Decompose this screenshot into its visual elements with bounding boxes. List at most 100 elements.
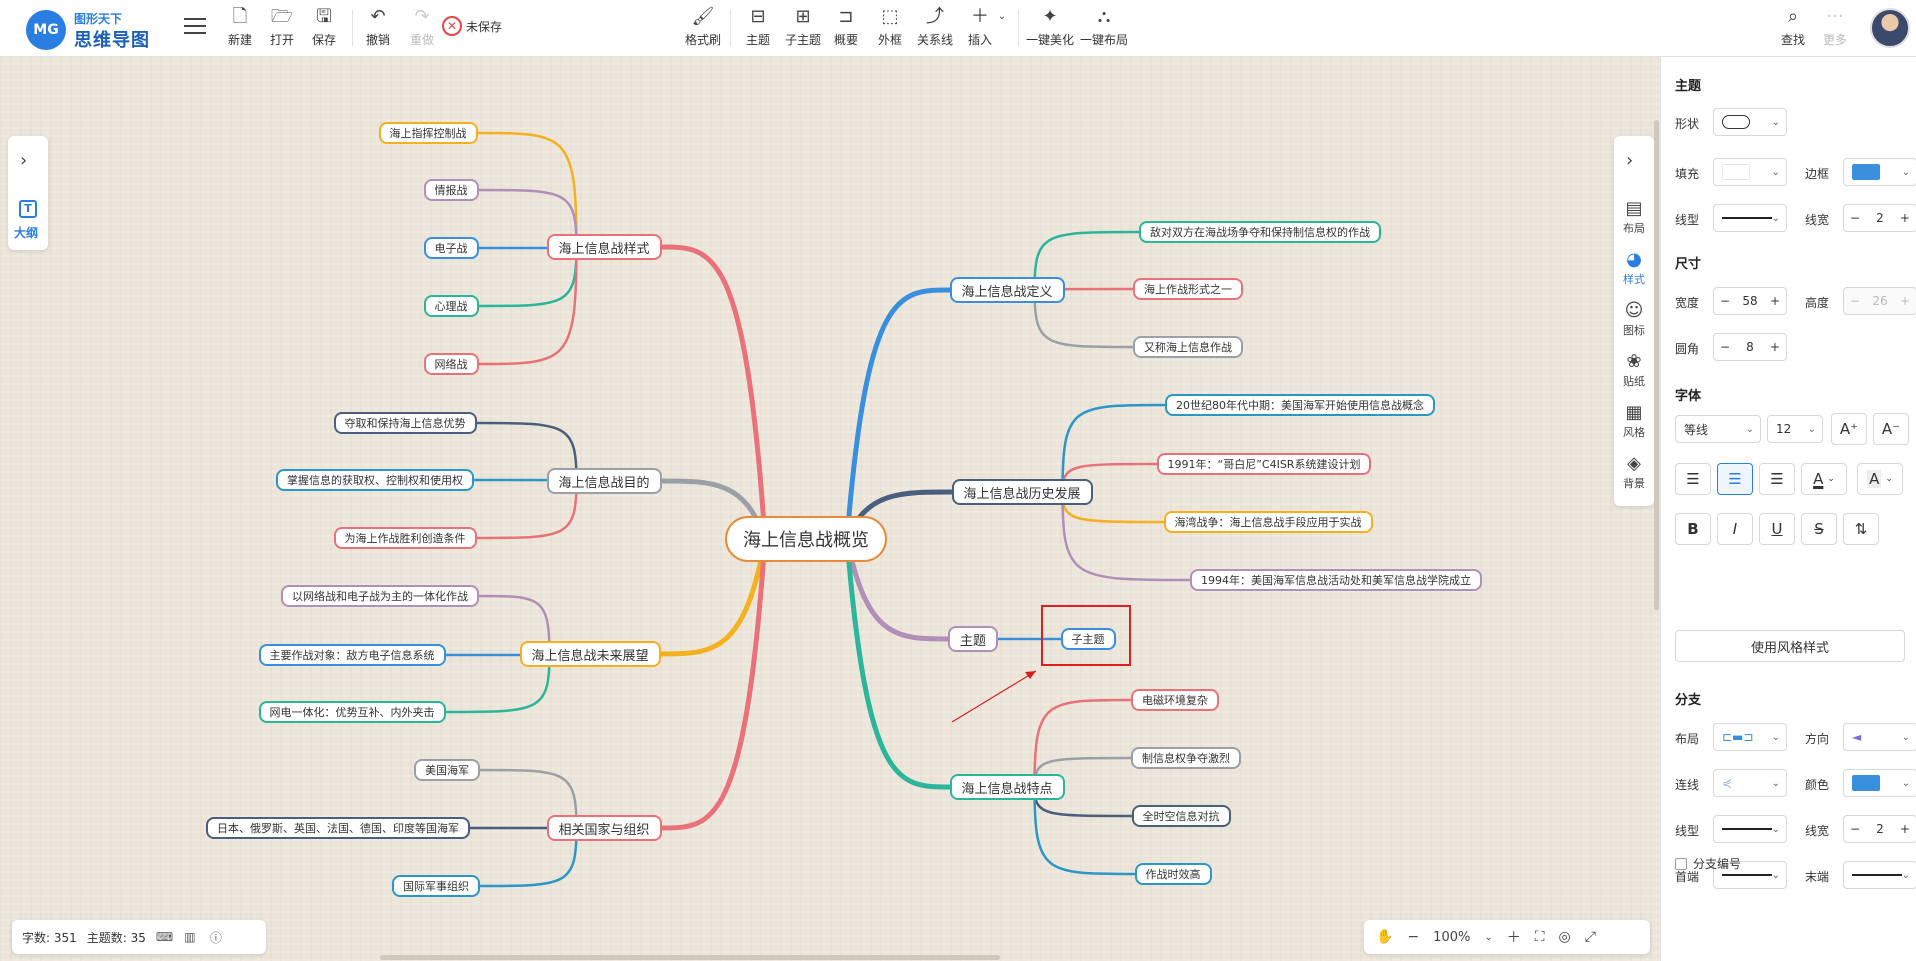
- height-stepper[interactable]: −26+: [1843, 287, 1916, 315]
- undo-button[interactable]: ↶撤销: [360, 6, 396, 52]
- chevron-down-icon[interactable]: ⌄: [1484, 931, 1493, 943]
- font-size-select[interactable]: 12⌄: [1767, 415, 1823, 443]
- font-color-button[interactable]: A⌄: [1801, 463, 1847, 495]
- subtopic-node[interactable]: 情报战: [423, 179, 479, 201]
- new-button[interactable]: 🗋新建: [222, 6, 258, 52]
- underline-button[interactable]: U: [1759, 513, 1795, 545]
- font-family-select[interactable]: 等线⌄: [1675, 415, 1761, 443]
- subtopic-node[interactable]: 海上指挥控制战: [378, 122, 478, 144]
- decrease-font-button[interactable]: A⁻: [1873, 413, 1909, 445]
- line-end-select[interactable]: ⌄: [1843, 861, 1916, 889]
- subtopic-node[interactable]: 20世纪80年代中期：美国海军开始使用信息战概念: [1165, 394, 1435, 416]
- summary-button[interactable]: ⊐概要: [828, 6, 864, 52]
- branch-topic-node[interactable]: 相关国家与组织: [546, 815, 662, 841]
- beautify-button[interactable]: ✦一键美化: [1025, 6, 1074, 47]
- strikethrough-button[interactable]: S: [1801, 513, 1837, 545]
- outline-label[interactable]: 大纲: [14, 226, 39, 240]
- app-logo[interactable]: MG 图形天下 思维导图: [26, 8, 166, 51]
- auto-layout-button[interactable]: ⛬一键布局: [1079, 6, 1128, 47]
- minus-icon[interactable]: −: [1850, 211, 1861, 225]
- corner-stepper[interactable]: −8+: [1713, 333, 1787, 361]
- text-highlight-button[interactable]: A⌄: [1857, 463, 1903, 495]
- keyboard-icon[interactable]: ⌨: [155, 930, 174, 944]
- minimap-icon[interactable]: ▥: [184, 930, 196, 944]
- connector-select[interactable]: ⋞⌄: [1713, 769, 1787, 797]
- topic-button[interactable]: ⊟主题: [740, 6, 776, 52]
- format-brush-button[interactable]: 🖌格式刷: [682, 6, 724, 52]
- boundary-button[interactable]: ⬚外框: [872, 6, 908, 52]
- chevron-right-icon[interactable]: ›: [20, 150, 28, 171]
- subtopic-node[interactable]: 心理战: [423, 295, 479, 317]
- subtopic-node[interactable]: 电磁环境复杂: [1131, 689, 1219, 711]
- outline-icon[interactable]: T: [19, 200, 37, 218]
- redo-button[interactable]: ↷重做: [404, 6, 440, 52]
- subtopic-node[interactable]: 制信息权争夺激烈: [1131, 747, 1241, 769]
- increase-font-button[interactable]: A⁺: [1831, 413, 1867, 445]
- branch-topic-node[interactable]: 海上信息战历史发展: [951, 479, 1093, 505]
- insert-dropdown[interactable]: ⌄: [996, 6, 1008, 52]
- branch-numbering-checkbox[interactable]: [1675, 857, 1687, 870]
- subtopic-node[interactable]: 美国海军: [414, 759, 480, 781]
- line-type-select[interactable]: ⌄: [1713, 204, 1787, 232]
- search-button[interactable]: ⌕查找: [1776, 6, 1810, 52]
- align-left-button[interactable]: ☰: [1675, 463, 1711, 495]
- subtopic-node[interactable]: 电子战: [423, 237, 479, 259]
- chevron-right-icon[interactable]: ›: [1626, 150, 1634, 171]
- width-stepper[interactable]: −58+: [1713, 287, 1787, 315]
- zoom-level[interactable]: 100%: [1433, 929, 1471, 945]
- branch-topic-node[interactable]: 主题: [948, 626, 999, 652]
- insert-button[interactable]: ＋插入: [962, 6, 998, 52]
- style-tab[interactable]: ◕样式: [1614, 249, 1654, 287]
- plus-icon[interactable]: +: [1899, 211, 1910, 225]
- zoom-in-icon[interactable]: ＋: [1506, 930, 1521, 946]
- line-start-select[interactable]: ⌄: [1713, 861, 1787, 889]
- subtopic-node[interactable]: 海上作战形式之一: [1133, 278, 1243, 300]
- italic-button[interactable]: I: [1717, 513, 1753, 545]
- plus-icon[interactable]: +: [1899, 294, 1910, 308]
- minus-icon[interactable]: −: [1720, 294, 1731, 308]
- vertical-scrollbar[interactable]: [1654, 120, 1659, 610]
- fill-color-select[interactable]: ⌄: [1713, 158, 1787, 186]
- direction-select[interactable]: ◄⌄: [1843, 723, 1916, 751]
- layout-tab[interactable]: ▤布局: [1614, 198, 1654, 236]
- subtopic-node[interactable]: 掌握信息的获取权、控制权和使用权: [276, 469, 474, 491]
- fit-screen-icon[interactable]: ⛶: [1534, 929, 1545, 945]
- user-avatar[interactable]: [1870, 8, 1910, 48]
- hand-tool-icon[interactable]: ✋: [1376, 929, 1394, 945]
- subtopic-node[interactable]: 以网络战和电子战为主的一体化作战: [281, 585, 479, 607]
- subtopic-node[interactable]: 海湾战争：海上信息战手段应用于实战: [1163, 511, 1373, 533]
- zoom-out-icon[interactable]: −: [1407, 929, 1420, 945]
- subtopic-button[interactable]: ⊞子主题: [782, 6, 824, 52]
- center-target-icon[interactable]: ◎: [1558, 929, 1571, 945]
- subtopic-node[interactable]: 敌对双方在海战场争夺和保持制信息权的作战: [1139, 221, 1381, 243]
- fullscreen-icon[interactable]: ⤢: [1584, 929, 1596, 945]
- subtopic-node[interactable]: 作战时效高: [1134, 863, 1212, 885]
- branch-topic-node[interactable]: 海上信息战目的: [546, 468, 662, 494]
- branch-color-select[interactable]: ⌄: [1843, 769, 1916, 797]
- plus-icon[interactable]: +: [1899, 822, 1910, 836]
- open-button[interactable]: 🗁打开: [264, 6, 300, 52]
- border-color-select[interactable]: ⌄: [1843, 158, 1916, 186]
- info-icon[interactable]: ⓘ: [209, 930, 222, 945]
- horizontal-scrollbar[interactable]: [380, 955, 1000, 960]
- branch-topic-node[interactable]: 海上信息战特点: [949, 774, 1065, 800]
- branch-numbering-option[interactable]: 分支编号: [1675, 855, 1741, 872]
- theme-tab[interactable]: ▦风格: [1614, 402, 1654, 440]
- subtopic-node[interactable]: 子主题: [1060, 628, 1116, 650]
- branch-layout-select[interactable]: ⊏▬⊐⌄: [1713, 723, 1787, 751]
- text-direction-button[interactable]: ⇅: [1843, 513, 1879, 545]
- branch-topic-node[interactable]: 海上信息战定义: [949, 277, 1065, 303]
- more-button[interactable]: ···更多: [1818, 6, 1852, 52]
- subtopic-node[interactable]: 夺取和保持海上信息优势: [333, 412, 477, 434]
- plus-icon[interactable]: +: [1769, 294, 1780, 308]
- subtopic-node[interactable]: 又称海上信息作战: [1133, 336, 1243, 358]
- minus-icon[interactable]: −: [1850, 822, 1861, 836]
- subtopic-node[interactable]: 网络战: [423, 353, 479, 375]
- subtopic-node[interactable]: 为海上作战胜利创造条件: [333, 527, 477, 549]
- subtopic-node[interactable]: 国际军事组织: [392, 875, 480, 897]
- align-right-button[interactable]: ☰: [1759, 463, 1795, 495]
- sticker-tab[interactable]: ❀贴纸: [1614, 351, 1654, 389]
- bold-button[interactable]: B: [1675, 513, 1711, 545]
- mindmap-canvas[interactable]: 海上信息战概览海上信息战样式海上指挥控制战情报战电子战心理战网络战海上信息战目的…: [0, 57, 1660, 961]
- relation-line-button[interactable]: ⤴关系线: [914, 6, 956, 52]
